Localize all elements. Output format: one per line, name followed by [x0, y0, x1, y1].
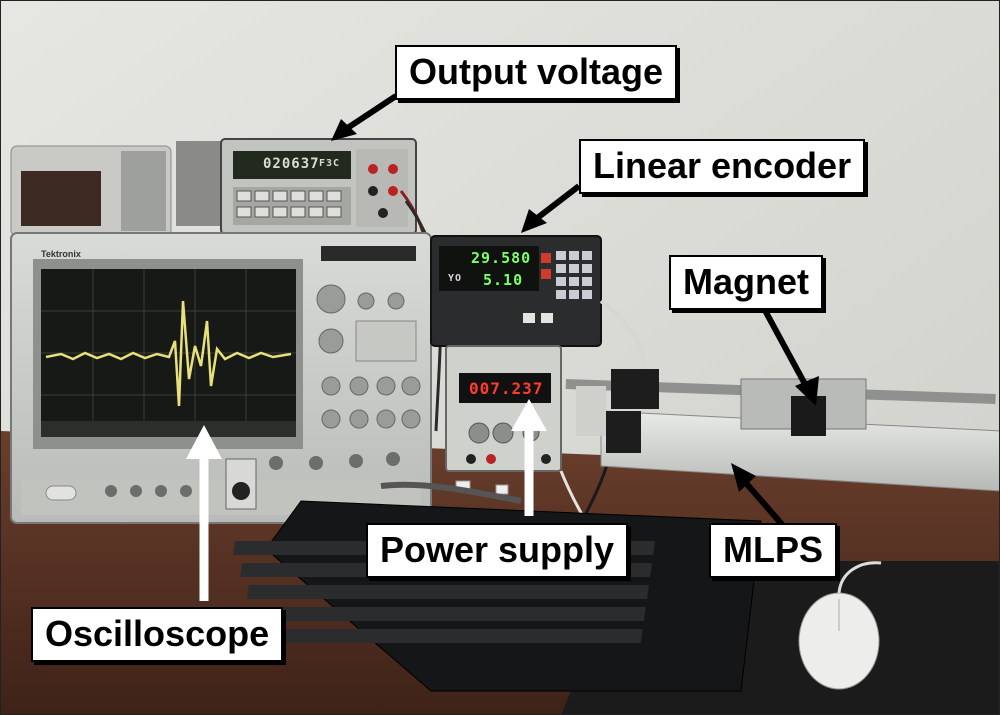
label-power-supply: Power supply: [366, 523, 629, 578]
multimeter-reading: 020637: [263, 156, 320, 172]
label-output-voltage: Output voltage: [395, 45, 677, 100]
encoder-bottom-reading: 5.10: [483, 271, 524, 289]
power-supply-device: [445, 345, 562, 472]
multimeter-unit: F3C: [319, 158, 341, 169]
arrow-magnet: [758, 301, 809, 388]
label-linear-encoder: Linear encoder: [579, 139, 866, 194]
power-supply-reading: 007.237: [469, 379, 544, 398]
mouse: [798, 561, 882, 690]
label-oscilloscope: Oscilloscope: [31, 607, 284, 662]
arrow-linear-encoder: [534, 183, 581, 222]
mlps-rail: [565, 369, 999, 492]
multimeter: [176, 138, 417, 235]
magnet-block: [791, 396, 826, 436]
encoder-bottom-prefix: YO: [448, 273, 463, 284]
arrow-output-voltage: [344, 93, 398, 132]
arrow-mlps: [743, 481, 789, 531]
arrows: [186, 93, 819, 601]
encoder-top-reading: 29.580: [471, 249, 532, 267]
oscilloscope-brand: Tektronix: [41, 249, 81, 259]
scope-trace: [45, 300, 292, 407]
crt-monitor: [10, 145, 172, 237]
label-magnet: Magnet: [669, 255, 823, 310]
oscilloscope-device: [10, 232, 432, 524]
label-mlps: MLPS: [709, 523, 838, 578]
encoder-display: [430, 235, 602, 347]
